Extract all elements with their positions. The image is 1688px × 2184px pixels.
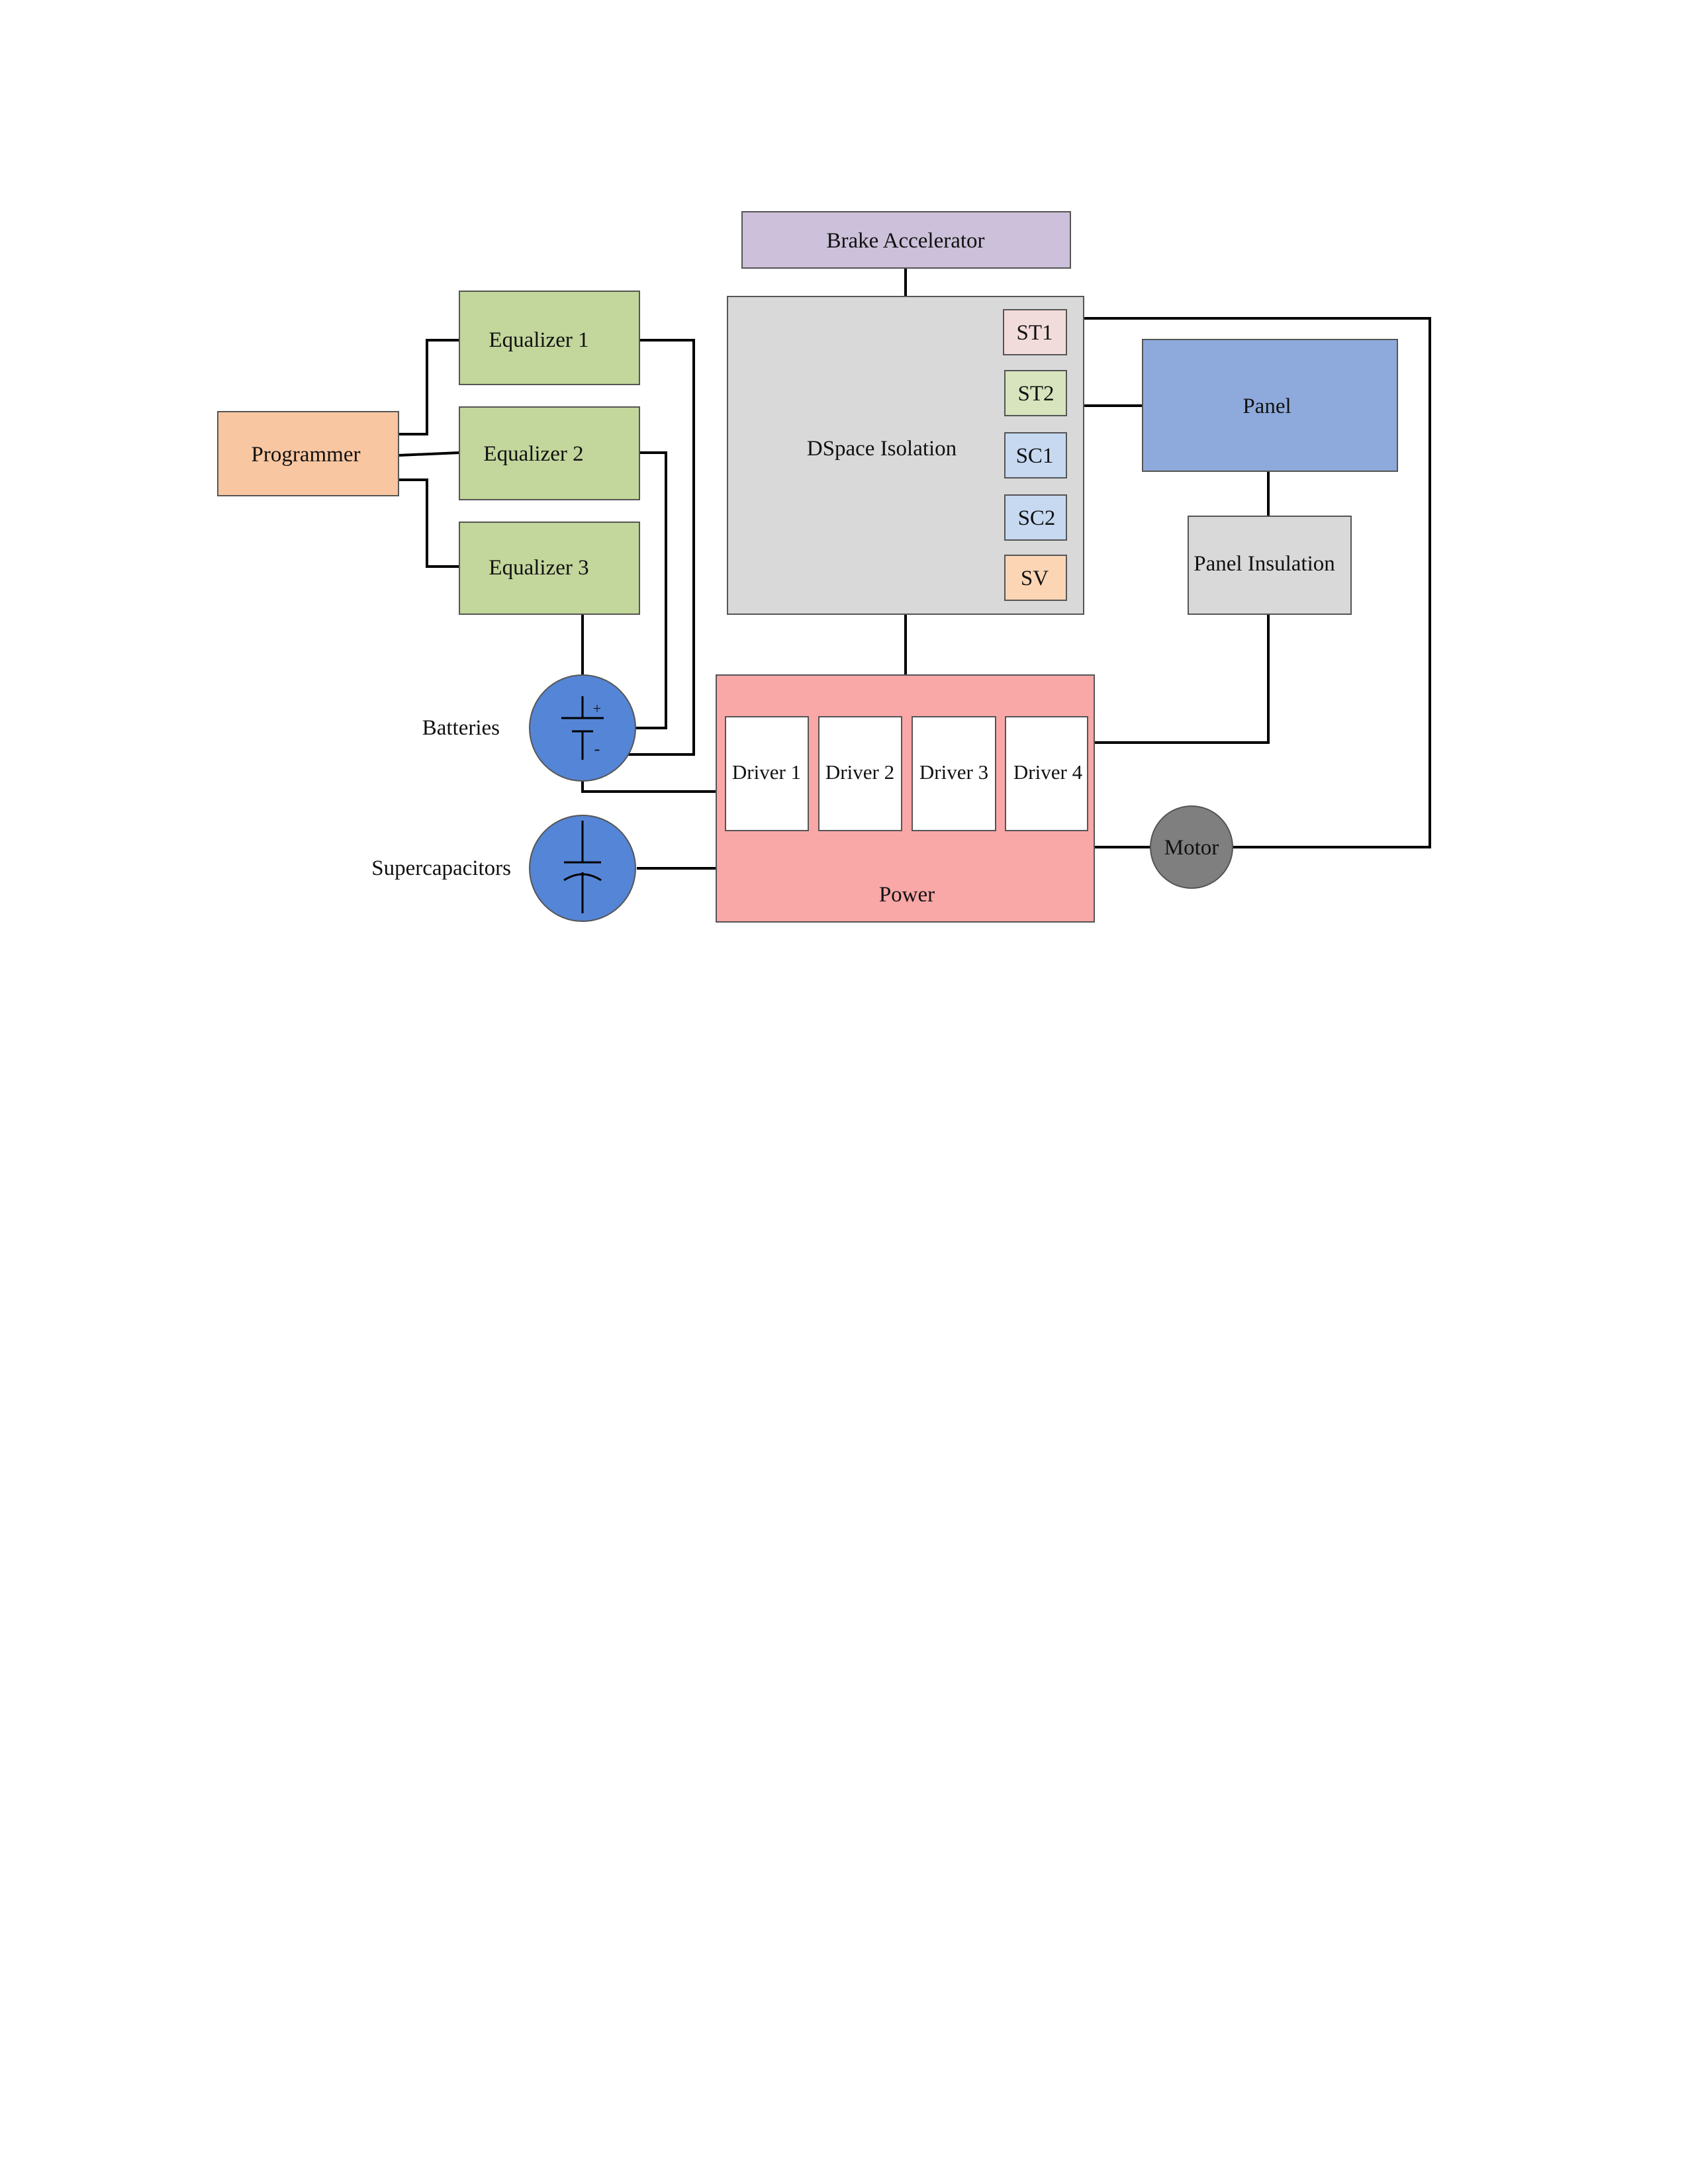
- wire-programmer-to-equalizer-1: [399, 339, 459, 435]
- power-label: Power: [879, 883, 935, 907]
- wire-insulation-to-power: [1094, 614, 1270, 744]
- equalizer-2-block: Equalizer 2: [459, 406, 640, 500]
- wire-equalizer-2-to-batteries: [635, 451, 667, 729]
- panel-insulation-label: Panel Insulation: [1194, 552, 1335, 576]
- panel-insulation-block: Panel Insulation: [1188, 516, 1352, 615]
- panel-label: Panel: [1243, 394, 1291, 418]
- brake-accelerator-label: Brake Accelerator: [826, 229, 984, 253]
- programmer-label: Programmer: [252, 443, 361, 467]
- programmer-block: Programmer: [217, 411, 399, 496]
- battery-plus-label: +: [593, 700, 601, 717]
- driver-3-label: Driver 3: [919, 760, 988, 784]
- equalizer-3-block: Equalizer 3: [459, 522, 640, 615]
- wire-programmer-to-equalizer-3: [399, 478, 459, 568]
- st1-label: ST1: [1016, 321, 1053, 345]
- batteries-label: Batteries: [422, 716, 500, 740]
- dspace-isolation-block: DSpace Isolation ST1 ST2 SC1 SC2 SV: [727, 296, 1084, 615]
- battery-minus-label: -: [594, 739, 600, 758]
- equalizer-3-label: Equalizer 3: [489, 556, 588, 580]
- supercapacitors-block: Supercapacitors: [371, 815, 636, 922]
- equalizer-1-block: Equalizer 1: [459, 291, 640, 385]
- equalizer-1-label: Equalizer 1: [489, 328, 588, 352]
- connection-wires: [398, 268, 1431, 870]
- driver-2-label: Driver 2: [825, 760, 894, 784]
- equalizer-2-label: Equalizer 2: [483, 442, 583, 466]
- driver-1-label: Driver 1: [732, 760, 801, 784]
- sv-label: SV: [1021, 567, 1049, 590]
- motor-block: Motor: [1150, 805, 1233, 889]
- battery-symbol-icon: [561, 696, 604, 760]
- wire-programmer-to-equalizer-2: [398, 451, 460, 457]
- st2-label: ST2: [1017, 382, 1054, 406]
- power-block: Power Driver 1 Driver 2 Driver 3 Driver …: [716, 674, 1095, 923]
- motor-label: Motor: [1164, 836, 1219, 860]
- driver-4-label: Driver 4: [1013, 760, 1083, 784]
- sc1-label: SC1: [1016, 444, 1054, 468]
- panel-block: Panel: [1142, 339, 1398, 472]
- wire-dspace-to-motor-loop: [1084, 317, 1431, 848]
- capacitor-symbol-icon: [563, 821, 602, 913]
- sc2-label: SC2: [1018, 506, 1056, 530]
- batteries-block: + - Batteries: [422, 674, 636, 782]
- dspace-isolation-label: DSpace Isolation: [807, 437, 957, 461]
- brake-accelerator-block: Brake Accelerator: [741, 211, 1071, 269]
- supercapacitors-label: Supercapacitors: [371, 856, 511, 880]
- wire-equalizer-1-to-batteries: [626, 339, 695, 756]
- wire-batteries-to-power: [581, 781, 716, 793]
